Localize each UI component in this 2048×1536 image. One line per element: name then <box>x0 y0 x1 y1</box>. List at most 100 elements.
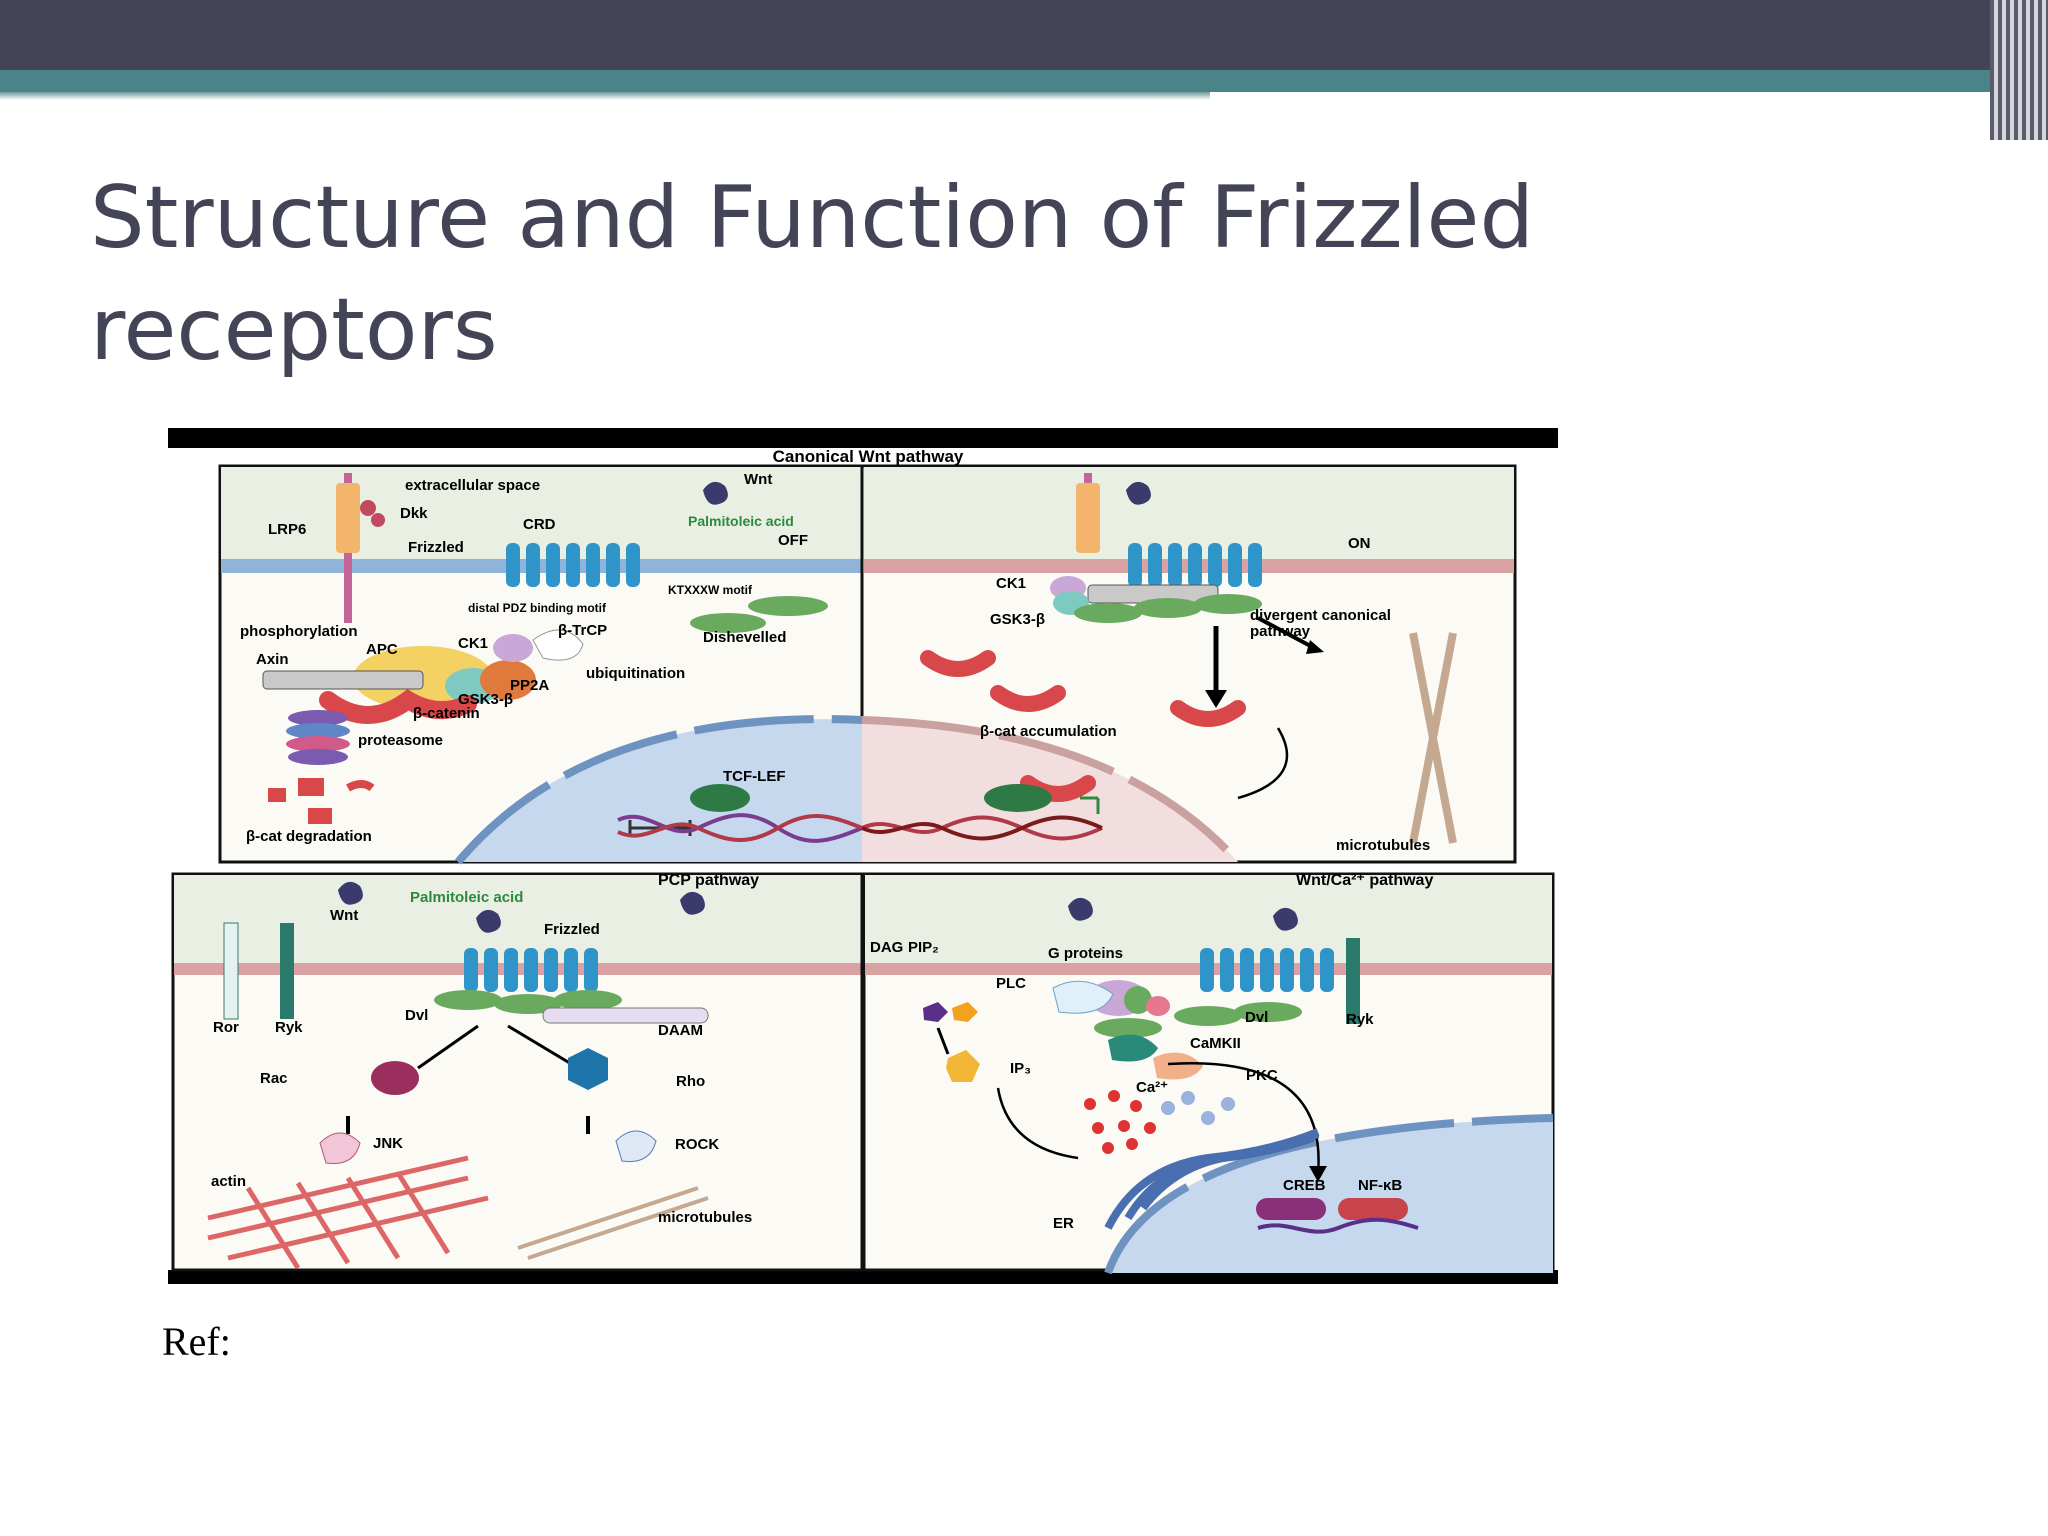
frizzled-receptor-pcp <box>464 948 598 992</box>
label-ryk: Ryk <box>275 1019 303 1036</box>
rac-blob <box>371 1061 419 1095</box>
label-microtubules-pcp: microtubules <box>658 1209 752 1226</box>
label-palmitoleic-pcp: Palmitoleic acid <box>410 889 523 906</box>
nfkb-blob <box>1338 1198 1408 1220</box>
label-wnt-pcp: Wnt <box>330 907 358 924</box>
label-microtubules-canonical: microtubules <box>1336 837 1430 854</box>
label-frizzled-pcp: Frizzled <box>544 921 600 938</box>
calcium-header: Wnt/Ca²⁺ pathway <box>1296 872 1433 889</box>
slide-accent-shadow <box>0 92 1210 100</box>
dkk-blob <box>360 500 376 516</box>
jnk-blob <box>319 1132 361 1165</box>
label-ck1: CK1 <box>458 635 488 652</box>
label-rock: ROCK <box>675 1136 719 1153</box>
camkii-blob <box>1108 1034 1158 1062</box>
label-ktxxxw: KTXXXW motif <box>668 583 753 597</box>
slide-accent-band <box>0 70 2048 92</box>
nucleus-ca <box>1108 1118 1553 1273</box>
nucleus-off <box>458 719 862 862</box>
pcp-header: PCP pathway <box>658 872 759 889</box>
slide-deco-stripes <box>1990 0 2048 140</box>
wnt-ligand-pcp <box>338 881 363 905</box>
label-rac: Rac <box>260 1070 288 1087</box>
tcf-lef-bound <box>984 784 1052 812</box>
label-ubiquitination: ubiquitination <box>586 665 685 682</box>
beta-catenin-blob <box>319 689 477 724</box>
label-tcf-lef: TCF-LEF <box>723 768 785 785</box>
canonical-panel <box>218 464 1517 865</box>
label-dag: DAG <box>870 939 903 956</box>
rho-hexagon <box>568 1048 608 1090</box>
label-daam: DAAM <box>658 1022 703 1039</box>
wnt-ligand <box>703 481 728 505</box>
label-extracellular: extracellular space <box>405 477 540 494</box>
label-ryk-ca: Ryk <box>1346 1011 1374 1028</box>
label-degradation: β-cat degradation <box>246 828 372 845</box>
ror-receptor <box>223 922 239 1020</box>
actin-mesh <box>207 1155 489 1270</box>
creb-blob <box>1256 1198 1326 1220</box>
label-palmitoleic: Palmitoleic acid <box>688 513 794 529</box>
label-divergent-2: pathway <box>1250 623 1311 640</box>
calcium-panel <box>862 872 1555 1275</box>
label-divergent: divergent canonical <box>1250 607 1391 624</box>
reference-label: Ref: <box>162 1319 231 1364</box>
label-ck1-on: CK1 <box>996 575 1026 592</box>
lrp6-receptor <box>336 483 360 553</box>
er-membrane <box>1104 1128 1320 1230</box>
rock-blob <box>615 1130 657 1163</box>
pip2-marker <box>952 1002 978 1022</box>
pkc-blob <box>1153 1052 1203 1080</box>
label-phosphorylation: phosphorylation <box>240 623 358 640</box>
ip3-pentagon <box>946 1050 980 1082</box>
label-plc: PLC <box>996 975 1026 992</box>
label-accumulation: β-cat accumulation <box>980 723 1117 740</box>
microtubules-pcp <box>517 1186 709 1260</box>
label-actin: actin <box>211 1173 246 1190</box>
label-camkii: CaMKII <box>1190 1035 1241 1052</box>
frizzled-receptor-on <box>1128 543 1262 587</box>
label-on: ON <box>1348 535 1371 552</box>
calcium-ions <box>1084 1090 1156 1154</box>
label-pip2: PIP₂ <box>908 939 939 956</box>
lrp6-receptor-on <box>1076 483 1100 553</box>
slide-deco-line <box>1652 130 2002 135</box>
axin-bar <box>262 670 424 690</box>
slide-top-bar <box>0 0 2048 70</box>
label-lrp6: LRP6 <box>268 521 306 538</box>
daam-bar <box>542 1007 709 1024</box>
slide-title: Structure and Function of Frizzled recep… <box>90 168 1535 380</box>
ryk-receptor <box>280 923 294 1019</box>
label-rho: Rho <box>676 1073 705 1090</box>
figure-top-bar <box>168 428 1558 448</box>
ck1-blob <box>493 634 533 662</box>
label-g-proteins: G proteins <box>1048 945 1123 962</box>
label-pdz: distal PDZ binding motif <box>468 601 607 615</box>
pcp-panel <box>171 872 864 1272</box>
label-proteasome: proteasome <box>358 732 443 749</box>
dag-marker <box>923 1002 948 1022</box>
label-apc: APC <box>366 641 398 658</box>
label-ip3: IP₃ <box>1010 1060 1031 1077</box>
label-wnt: Wnt <box>744 471 772 488</box>
frizzled-receptor-off <box>506 543 640 587</box>
label-dkk: Dkk <box>400 505 428 522</box>
label-er: ER <box>1053 1215 1074 1232</box>
label-gsk3b-on: GSK3-β <box>990 611 1045 628</box>
label-creb: CREB <box>1283 1177 1326 1194</box>
btrcp-blob <box>532 629 584 661</box>
label-btrcp: β-TrCP <box>558 622 607 639</box>
label-dvl: Dvl <box>405 1007 428 1024</box>
label-pp2a: PP2A <box>510 677 549 694</box>
label-frizzled: Frizzled <box>408 539 464 556</box>
label-ca: Ca²⁺ <box>1136 1079 1168 1096</box>
label-nfkb: NF-κB <box>1358 1177 1402 1194</box>
slide-deco-line <box>1212 110 1897 115</box>
label-axin: Axin <box>256 651 289 668</box>
microtubules-right <box>1409 632 1457 844</box>
proteasome-stack <box>286 710 350 765</box>
label-off: OFF <box>778 532 808 549</box>
label-dvl-ca: Dvl <box>1245 1009 1268 1026</box>
frizzled-pathway-figure: Canonical Wnt pathway extracellular spac… <box>168 428 1558 1284</box>
plc-blob <box>1052 980 1114 1014</box>
